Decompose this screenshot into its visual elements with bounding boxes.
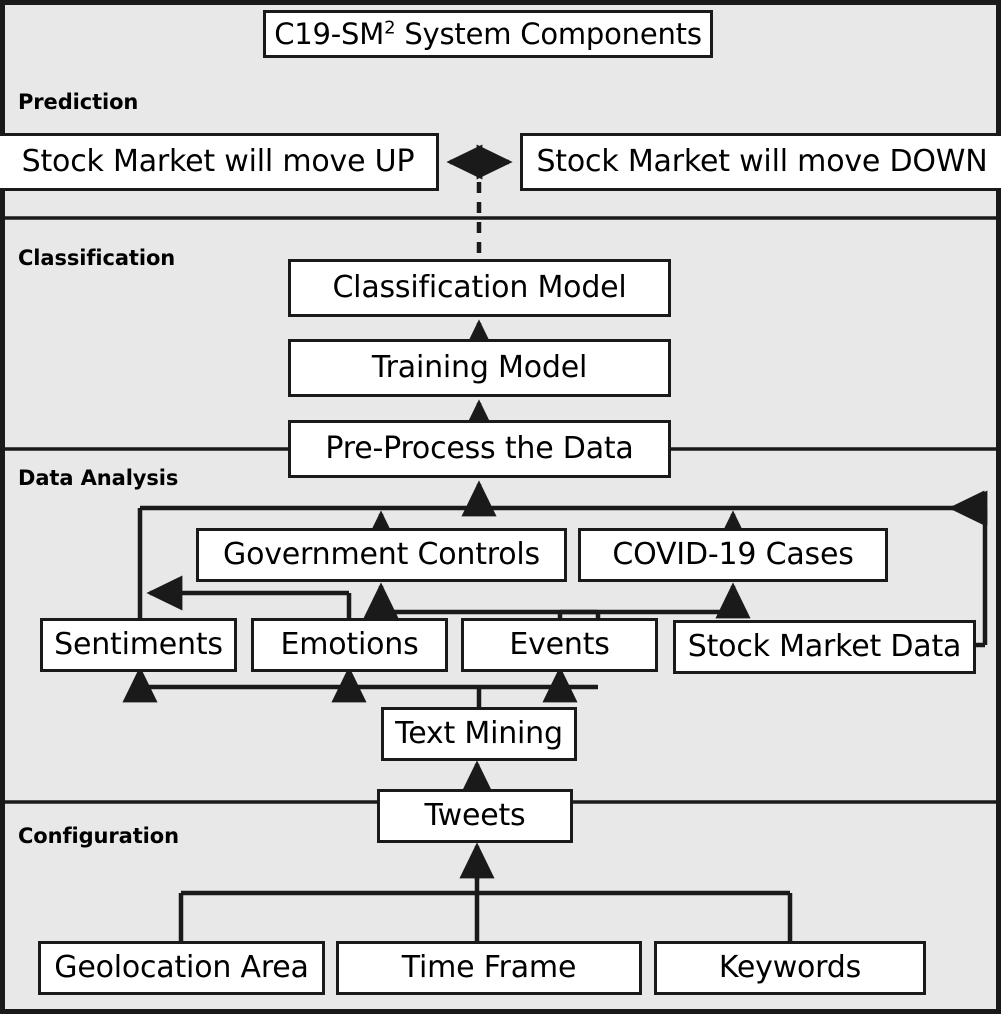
node-stock-market-up[interactable]: Stock Market will move UP <box>0 133 439 191</box>
band-label-data-analysis: Data Analysis <box>18 466 179 490</box>
node-training-model[interactable]: Training Model <box>288 339 671 397</box>
node-geolocation-area[interactable]: Geolocation Area <box>38 941 325 995</box>
node-text-mining[interactable]: Text Mining <box>381 707 577 761</box>
node-government-controls[interactable]: Government Controls <box>196 528 567 582</box>
node-time-frame[interactable]: Time Frame <box>336 941 642 995</box>
node-stock-market-data[interactable]: Stock Market Data <box>673 620 976 674</box>
band-label-prediction: Prediction <box>18 90 139 114</box>
band-label-configuration: Configuration <box>18 824 179 848</box>
diagram-title-box: C19-SM2 System Components <box>263 10 713 58</box>
page-title: C19-SM2 System Components <box>274 16 702 51</box>
node-tweets[interactable]: Tweets <box>377 789 573 843</box>
node-stock-market-down[interactable]: Stock Market will move DOWN <box>520 133 1001 191</box>
node-emotions[interactable]: Emotions <box>251 618 448 672</box>
node-sentiments[interactable]: Sentiments <box>40 618 237 672</box>
node-events[interactable]: Events <box>461 618 658 672</box>
node-preprocess-data[interactable]: Pre-Process the Data <box>288 420 671 478</box>
node-keywords[interactable]: Keywords <box>654 941 926 995</box>
band-label-classification: Classification <box>18 246 176 270</box>
node-covid-19-cases[interactable]: COVID-19 Cases <box>578 528 888 582</box>
node-classification-model[interactable]: Classification Model <box>288 259 671 317</box>
